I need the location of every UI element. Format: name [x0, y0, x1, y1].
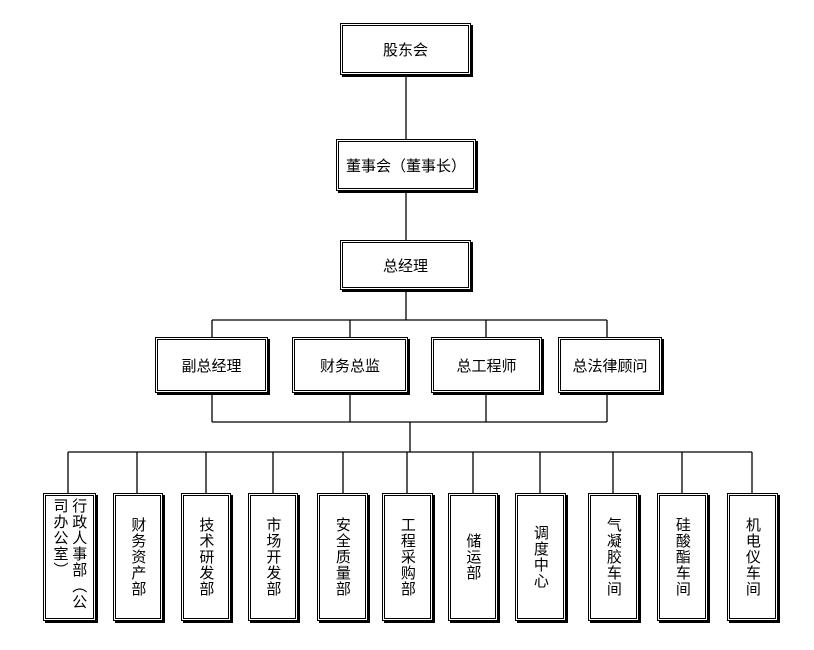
node-dept-finance: 财务资产部	[113, 493, 163, 621]
node-label: 董事会（董事长）	[345, 156, 466, 175]
node-deputy-gm: 副总经理	[155, 337, 268, 393]
node-label: 总工程师	[456, 356, 517, 375]
node-label: 机电仪车间	[743, 517, 762, 597]
node-label: 技术研发部	[197, 517, 216, 597]
node-dept-dispatch: 调度中心	[515, 493, 566, 621]
node-label: 工程采购部	[398, 517, 417, 597]
node-board: 董事会（董事长）	[336, 139, 476, 191]
node-label: 财务总监	[319, 356, 380, 375]
node-dept-procurement: 工程采购部	[382, 493, 433, 621]
node-label: 财务资产部	[129, 517, 148, 597]
node-label: 调度中心	[531, 525, 550, 589]
node-label: 总法律顾问	[572, 356, 648, 375]
node-label: 储运部	[464, 533, 483, 581]
node-dept-rnd: 技术研发部	[181, 493, 231, 621]
node-general-manager: 总经理	[340, 240, 471, 290]
node-label: 副总经理	[181, 356, 242, 375]
node-dept-admin: 行政人事部（公司办公室）	[43, 493, 96, 621]
node-cfo: 财务总监	[292, 337, 408, 393]
node-label: 安全质量部	[333, 517, 352, 597]
node-legal-counsel: 总法律顾问	[558, 337, 662, 393]
node-label: 市场开发部	[264, 517, 283, 597]
node-dept-silicate: 硅酸酯车间	[657, 493, 708, 621]
node-dept-electrical: 机电仪车间	[727, 493, 778, 621]
node-dept-storage: 储运部	[448, 493, 498, 621]
node-shareholders: 股东会	[340, 23, 471, 75]
node-label: 气凝胶车间	[604, 517, 623, 597]
node-label: 股东会	[382, 40, 428, 59]
node-dept-market: 市场开发部	[248, 493, 298, 621]
node-chief-engineer: 总工程师	[431, 337, 542, 393]
node-dept-aerogel: 气凝胶车间	[588, 493, 639, 621]
node-label: 行政人事部（公司办公室）	[51, 498, 89, 610]
node-dept-safety: 安全质量部	[317, 493, 368, 621]
node-label: 硅酸酯车间	[673, 517, 692, 597]
node-label: 总经理	[382, 256, 428, 275]
